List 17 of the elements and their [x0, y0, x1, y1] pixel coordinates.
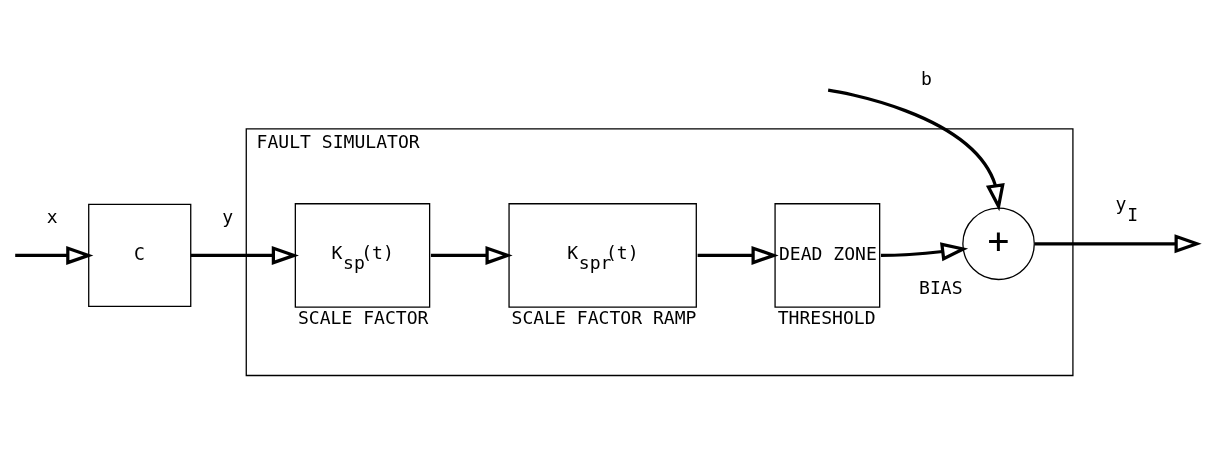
node-label: SCALE FACTOR RAMP	[511, 306, 697, 328]
node-box: C	[88, 203, 192, 307]
node-label: THRESHOLD	[777, 306, 876, 328]
arrow	[827, 88, 1005, 211]
edge-label: y	[222, 205, 234, 227]
arrow	[1034, 233, 1202, 253]
node-label: SCALE FACTOR	[297, 306, 429, 328]
arrow	[430, 245, 513, 265]
node-circle: +	[962, 206, 1035, 280]
edge-label: b	[920, 67, 932, 89]
node-box: DEAD ZONE	[774, 202, 881, 308]
edge-label: x	[46, 205, 58, 227]
arrow	[15, 245, 94, 265]
arrow	[191, 245, 299, 265]
arrow	[880, 241, 969, 261]
arrow	[697, 245, 779, 265]
node-label: BIAS	[919, 276, 963, 298]
